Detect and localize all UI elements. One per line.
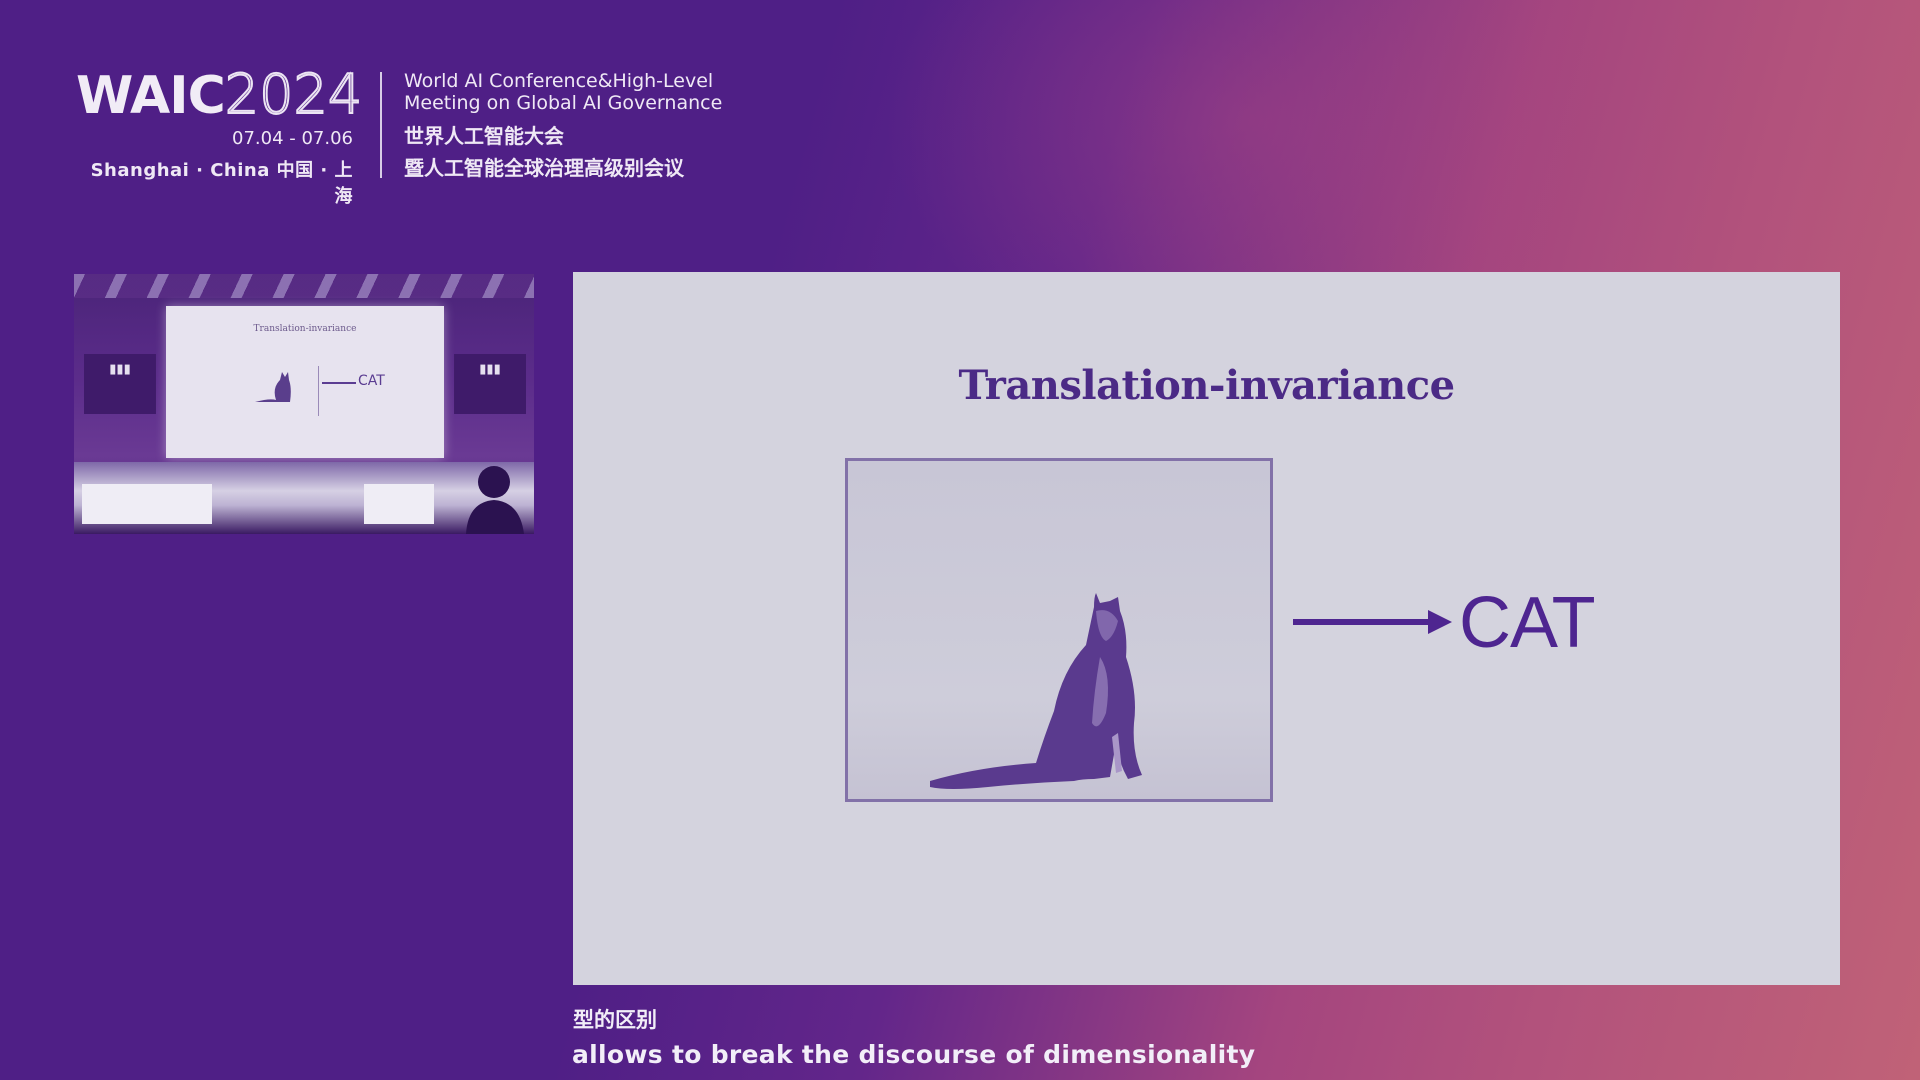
classification-label: CAT — [1459, 583, 1596, 663]
stage-banner-right: ▮▮▮ — [454, 354, 526, 414]
presentation-slide: Translation-invariance CAT — [573, 272, 1840, 985]
header-divider — [380, 72, 382, 178]
thumbnail-cat-icon — [255, 372, 291, 402]
conference-en-line2: Meeting on Global AI Governance — [404, 92, 723, 114]
desk-left — [82, 484, 212, 524]
conference-name-cn: 世界人工智能大会 暨人工智能全球治理高级别会议 — [404, 120, 684, 184]
subtitle-english: allows to break the discourse of dimensi… — [572, 1040, 1256, 1069]
arrow-line — [1293, 619, 1433, 625]
conference-cn-line1: 世界人工智能大会 — [404, 124, 564, 148]
arrow-right-icon — [1428, 610, 1452, 634]
camera-view-thumbnail: ▮▮▮ ▮▮▮ Translation-invariance CAT — [74, 274, 534, 534]
waic-logo: WAIC2024 — [76, 63, 363, 127]
thumbnail-slide-label: CAT — [358, 373, 385, 389]
slide-title: Translation-invariance — [958, 362, 1455, 409]
logo-text: WAIC — [76, 66, 226, 126]
event-dates: 07.04 - 07.06 — [232, 128, 353, 149]
conference-en-line1: World AI Conference&High-Level — [404, 70, 714, 92]
thumbnail-arrow — [322, 382, 356, 384]
thumbnail-slide-title: Translation-invariance — [253, 324, 357, 334]
stage-banner-left: ▮▮▮ — [84, 354, 156, 414]
subtitle-chinese: 型的区别 — [573, 1008, 657, 1032]
conference-cn-line2: 暨人工智能全球治理高级别会议 — [404, 156, 684, 180]
conference-name-en: World AI Conference&High-Level Meeting o… — [404, 70, 722, 114]
projector-screen: Translation-invariance CAT — [166, 306, 444, 458]
ceiling-lights — [74, 274, 534, 298]
desk-right — [364, 484, 434, 524]
cat-photo — [845, 458, 1273, 802]
thumbnail-divider — [318, 366, 319, 416]
logo-year: 2024 — [224, 63, 363, 127]
cat-icon — [930, 593, 1142, 789]
audience-member-silhouette — [466, 466, 524, 534]
event-location: Shanghai · China 中国 · 上海 — [90, 160, 353, 207]
